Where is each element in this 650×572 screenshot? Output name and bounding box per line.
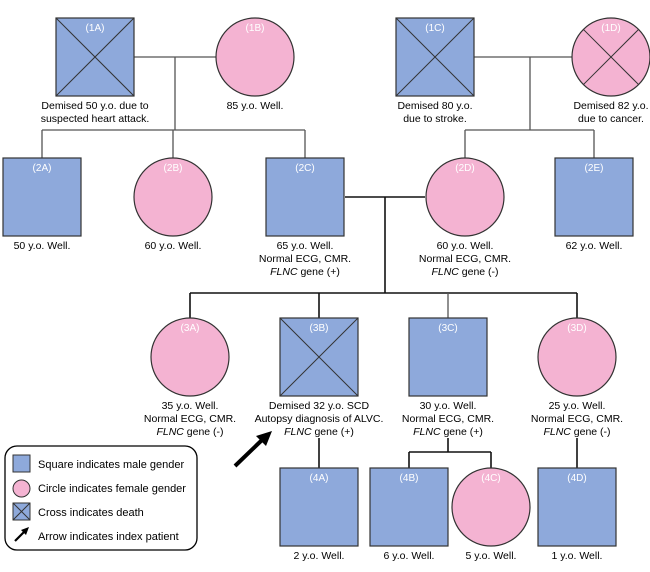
person-2c: (2C) 65 y.o. Well.Normal ECG, CMR.FLNC ge…	[259, 157, 351, 278]
person-note-4b-1: 6 y.o. Well.	[384, 550, 435, 562]
male-square-4d	[537, 467, 617, 547]
death-cross-1d	[583, 29, 639, 85]
legend-circle-text: Circle indicates female gender	[38, 483, 186, 495]
death-cross-3b	[279, 317, 359, 397]
female-circle-2d	[425, 157, 505, 237]
person-id-2c: (2C)	[295, 163, 314, 174]
person-id-1c: (1C)	[425, 23, 444, 34]
female-circle-1b	[215, 17, 295, 97]
person-note-3a-1: 35 y.o. Well.	[162, 400, 219, 412]
person-note-3d-1: 25 y.o. Well.	[549, 400, 606, 412]
gene-status-3b: FLNC gene (+)	[284, 426, 354, 438]
person-id-2a: (2A)	[33, 163, 52, 174]
person-id-1b: (1B)	[246, 23, 265, 34]
male-square-4a	[279, 467, 359, 547]
legend-square-text: Square indicates male gender	[38, 459, 184, 471]
connection-lines	[41, 56, 595, 468]
person-3a: (3A) 35 y.o. Well.Normal ECG, CMR.FLNC ge…	[144, 317, 236, 438]
person-id-4c: (4C)	[481, 473, 500, 484]
person-2a: (2A) 50 y.o. Well.	[2, 157, 82, 252]
person-id-3d: (3D)	[567, 323, 586, 334]
person-id-4b: (4B)	[400, 473, 419, 484]
female-circle-2b	[133, 157, 213, 237]
person-2b: (2B) 60 y.o. Well.	[133, 157, 213, 252]
person-note-2c-2: Normal ECG, CMR.	[259, 253, 351, 265]
male-square-4b	[369, 467, 449, 547]
person-id-2b: (2B)	[164, 163, 183, 174]
person-note-1a-2: suspected heart attack.	[41, 113, 150, 125]
female-circle-3a	[150, 317, 230, 397]
legend-cross-icon	[12, 502, 31, 521]
person-id-3b: (3B)	[310, 323, 329, 334]
legend-box	[4, 445, 198, 551]
gene-status-3c: FLNC gene (+)	[413, 426, 483, 438]
person-1c: (1C) Demised 80 y.o.due to stroke.	[395, 17, 475, 125]
person-note-2a-1: 50 y.o. Well.	[14, 240, 71, 252]
person-note-1b-1: 85 y.o. Well.	[227, 100, 284, 112]
person-note-4a-1: 2 y.o. Well.	[294, 550, 345, 562]
person-4c: (4C) 5 y.o. Well.	[451, 467, 531, 562]
person-note-3c-2: Normal ECG, CMR.	[402, 413, 494, 425]
death-cross-1c	[395, 17, 475, 97]
male-square-2c	[265, 157, 345, 237]
person-note-3b-2: Autopsy diagnosis of ALVC.	[255, 413, 384, 425]
legend: Square indicates male gender Circle indi…	[4, 445, 198, 551]
person-note-2d-2: Normal ECG, CMR.	[419, 253, 511, 265]
person-2d: (2D) 60 y.o. Well.Normal ECG, CMR.FLNC ge…	[419, 157, 511, 278]
person-note-1a-1: Demised 50 y.o. due to	[41, 100, 148, 112]
person-note-2c-1: 65 y.o. Well.	[277, 240, 334, 252]
person-note-1d-1: Demised 82 y.o.	[573, 100, 648, 112]
person-3c: (3C) 30 y.o. Well.Normal ECG, CMR.FLNC ge…	[402, 317, 494, 438]
person-id-1d: (1D)	[601, 23, 620, 34]
person-4b: (4B) 6 y.o. Well.	[369, 467, 449, 562]
person-id-1a: (1A)	[86, 23, 105, 34]
death-cross-1a	[55, 17, 135, 97]
person-note-1c-1: Demised 80 y.o.	[397, 100, 472, 112]
gene-status-2d: FLNC gene (-)	[431, 266, 498, 278]
person-note-3c-1: 30 y.o. Well.	[420, 400, 477, 412]
legend-circle-icon	[12, 479, 31, 498]
person-note-2e-1: 62 y.o. Well.	[566, 240, 623, 252]
index-patient-arrow	[233, 431, 272, 468]
legend-arrow-text: Arrow indicates index patient	[38, 531, 179, 543]
person-note-2d-1: 60 y.o. Well.	[437, 240, 494, 252]
gene-status-3a: FLNC gene (-)	[156, 426, 223, 438]
gene-status-3d: FLNC gene (-)	[543, 426, 610, 438]
person-note-3b-1: Demised 32 y.o. SCD	[269, 400, 370, 412]
person-id-4a: (4A)	[310, 473, 329, 484]
male-square-3c	[408, 317, 488, 397]
person-note-4d-1: 1 y.o. Well.	[552, 550, 603, 562]
person-note-2b-1: 60 y.o. Well.	[145, 240, 202, 252]
person-id-3a: (3A)	[181, 323, 200, 334]
person-4a: (4A) 2 y.o. Well.	[279, 467, 359, 562]
person-1b: (1B) 85 y.o. Well.	[215, 17, 295, 112]
legend-square-icon	[12, 454, 31, 473]
person-note-1c-2: due to stroke.	[403, 113, 467, 125]
person-note-1d-2: due to cancer.	[578, 113, 644, 125]
person-1d: (1D) Demised 82 y.o.due to cancer.	[571, 17, 650, 125]
gene-status-2c: FLNC gene (+)	[270, 266, 340, 278]
legend-arrow-icon	[14, 527, 29, 542]
person-2e: (2E) 62 y.o. Well.	[554, 157, 634, 252]
male-square-2a	[2, 157, 82, 237]
person-note-3d-2: Normal ECG, CMR.	[531, 413, 623, 425]
person-note-4c-1: 5 y.o. Well.	[466, 550, 517, 562]
person-4d: (4D) 1 y.o. Well.	[537, 467, 617, 562]
person-id-2d: (2D)	[455, 163, 474, 174]
person-id-3c: (3C)	[438, 323, 457, 334]
legend-cross-text: Cross indicates death	[38, 507, 144, 519]
person-id-4d: (4D)	[567, 473, 586, 484]
person-note-3a-2: Normal ECG, CMR.	[144, 413, 236, 425]
female-circle-4c	[451, 467, 531, 547]
male-square-2e	[554, 157, 634, 237]
female-circle-3d	[537, 317, 617, 397]
person-id-2e: (2E)	[585, 163, 604, 174]
person-3d: (3D) 25 y.o. Well.Normal ECG, CMR.FLNC ge…	[531, 317, 623, 438]
